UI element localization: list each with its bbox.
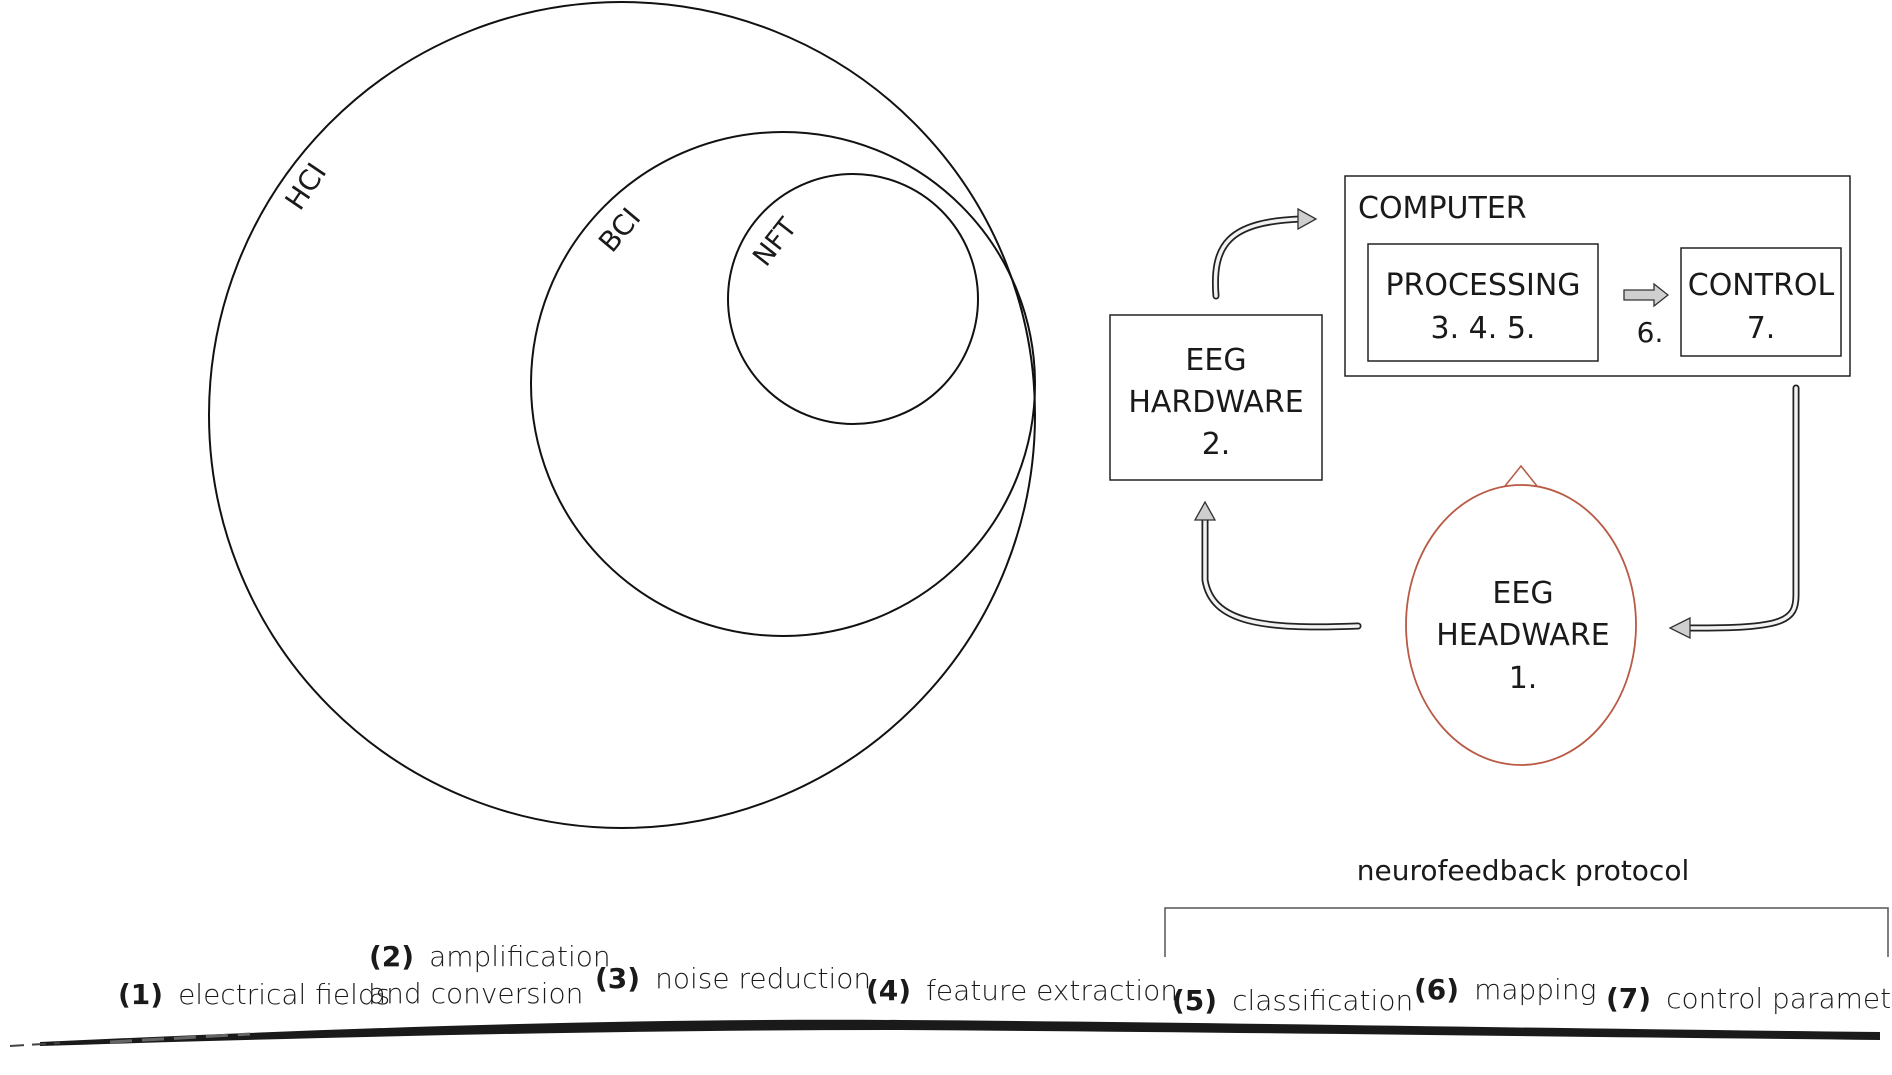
eeg-hardware-step: 2.	[1202, 427, 1231, 462]
control-step: 7.	[1747, 311, 1776, 346]
step-4: (4) feature extraction	[866, 974, 1178, 1007]
arrow-headware-to-hardware	[1193, 500, 1362, 631]
step-2-text: amplification	[429, 940, 611, 973]
computer-box	[1344, 175, 1851, 377]
step-7-num: (7)	[1606, 982, 1651, 1015]
eeg-headware-head	[1405, 464, 1637, 766]
step-5: (5) classification	[1172, 984, 1413, 1017]
pipeline: neurofeedback protocol (1) electrical fi…	[9, 854, 1892, 1047]
step-6-num: (6)	[1414, 973, 1459, 1006]
control-box	[1680, 247, 1842, 357]
step-7: (7) control parameters	[1606, 982, 1892, 1015]
arrow-hardware-to-computer	[1211, 207, 1318, 300]
step-1-text: electrical fields	[178, 978, 390, 1011]
hci-label: HCI	[278, 157, 333, 216]
step-7-text: control parameters	[1666, 982, 1892, 1015]
processing-box	[1367, 243, 1599, 362]
step-3-num: (3)	[595, 962, 640, 995]
step-4-text: feature extraction	[926, 974, 1178, 1007]
arrow-control-to-headware	[1668, 384, 1800, 640]
brush-stroke-baseline	[9, 1019, 1880, 1047]
eeg-headware-step: 1.	[1509, 661, 1538, 696]
step-6-text: mapping	[1474, 973, 1596, 1006]
protocol-label: neurofeedback protocol	[1357, 854, 1690, 887]
eeg-hardware-line1: EEG	[1185, 343, 1246, 378]
step-5-num: (5)	[1172, 984, 1217, 1017]
step-2: (2) amplification	[369, 940, 611, 973]
venn-diagram: HCI BCI NFT	[208, 1, 1036, 829]
step-2-num: (2)	[369, 940, 414, 973]
step-1-num: (1)	[118, 978, 163, 1011]
hci-circle	[208, 1, 1036, 829]
step-1: (1) electrical fields	[118, 978, 390, 1011]
eeg-hardware-box	[1109, 314, 1323, 481]
eeg-headware-line1: EEG	[1492, 576, 1553, 611]
step-2-text2: and conversion	[369, 977, 583, 1010]
step-3: (3) noise reduction	[595, 962, 871, 995]
protocol-bracket	[1164, 907, 1889, 957]
bci-circle	[530, 131, 1036, 637]
neurofeedback-loop: COMPUTER PROCESSING 3. 4. 5. CONTROL 7. …	[1109, 175, 1851, 766]
eeg-headware-line2: HEADWARE	[1436, 618, 1609, 653]
nft-circle	[727, 173, 979, 425]
processing-steps: 3. 4. 5.	[1431, 311, 1536, 346]
eeg-hardware-line2: HARDWARE	[1128, 385, 1303, 420]
computer-label: COMPUTER	[1358, 191, 1527, 226]
mapping-step: 6.	[1637, 316, 1664, 349]
step-3-text: noise reduction	[655, 962, 871, 995]
mapping-arrow	[1623, 282, 1670, 308]
step-5-text: classification	[1232, 984, 1413, 1017]
control-label: CONTROL	[1688, 268, 1835, 303]
step-6: (6) mapping	[1414, 973, 1596, 1006]
processing-label: PROCESSING	[1385, 268, 1580, 303]
step-4-num: (4)	[866, 974, 911, 1007]
